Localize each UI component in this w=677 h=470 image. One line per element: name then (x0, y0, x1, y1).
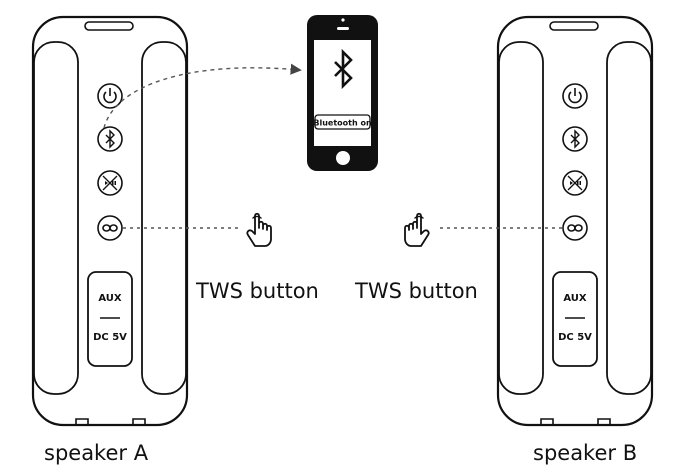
tws-link-icon (567, 224, 583, 232)
aux-label: AUX (563, 293, 587, 304)
bluetooth-status-label: Bluetooth on (313, 119, 372, 128)
dc-label: DC 5V (558, 332, 592, 343)
play-pause-icon (102, 175, 118, 191)
speaker-a-top-slot (84, 21, 134, 31)
play-pause-button[interactable] (97, 170, 123, 196)
pointing-hand-icon (246, 212, 272, 247)
speaker-a-port-panel (87, 271, 133, 367)
speaker-b-left-grille (498, 41, 544, 395)
power-icon (103, 88, 117, 104)
speaker-a-left-grille (33, 41, 79, 395)
aux-label: AUX (98, 293, 122, 304)
bluetooth-icon (570, 129, 580, 149)
play-pause-icon (567, 175, 583, 191)
power-button[interactable] (97, 83, 123, 109)
speaker-a-label: speaker A (44, 441, 149, 465)
home-button[interactable] (336, 151, 350, 165)
speaker-b-right-grille (606, 41, 652, 395)
speaker-a: AUX DC 5V (31, 15, 189, 427)
tws-button[interactable] (97, 215, 123, 241)
speaker-b-label: speaker B (533, 441, 638, 465)
power-icon (568, 88, 582, 104)
speaker-b-port-panel (552, 271, 598, 367)
bluetooth-icon (334, 48, 353, 90)
speaker-a-right-grille (141, 41, 187, 395)
tws-button[interactable] (562, 215, 588, 241)
bluetooth-connection-arrow (103, 63, 302, 129)
bluetooth-button[interactable] (562, 126, 588, 152)
pointing-hand-icon (404, 212, 430, 247)
tws-link-icon (102, 224, 118, 232)
play-pause-button[interactable] (562, 170, 588, 196)
bluetooth-status-badge (314, 114, 371, 130)
power-button[interactable] (562, 83, 588, 109)
dc-label: DC 5V (93, 332, 127, 343)
bluetooth-button[interactable] (97, 126, 123, 152)
tws-button-label-a: TWS button (196, 279, 319, 303)
bluetooth-icon (105, 129, 115, 149)
speaker-b-top-slot (549, 21, 599, 31)
phone: Bluetooth on (307, 15, 378, 171)
tws-button-label-b: TWS button (355, 279, 478, 303)
speaker-b: AUX DC 5V (496, 15, 654, 427)
